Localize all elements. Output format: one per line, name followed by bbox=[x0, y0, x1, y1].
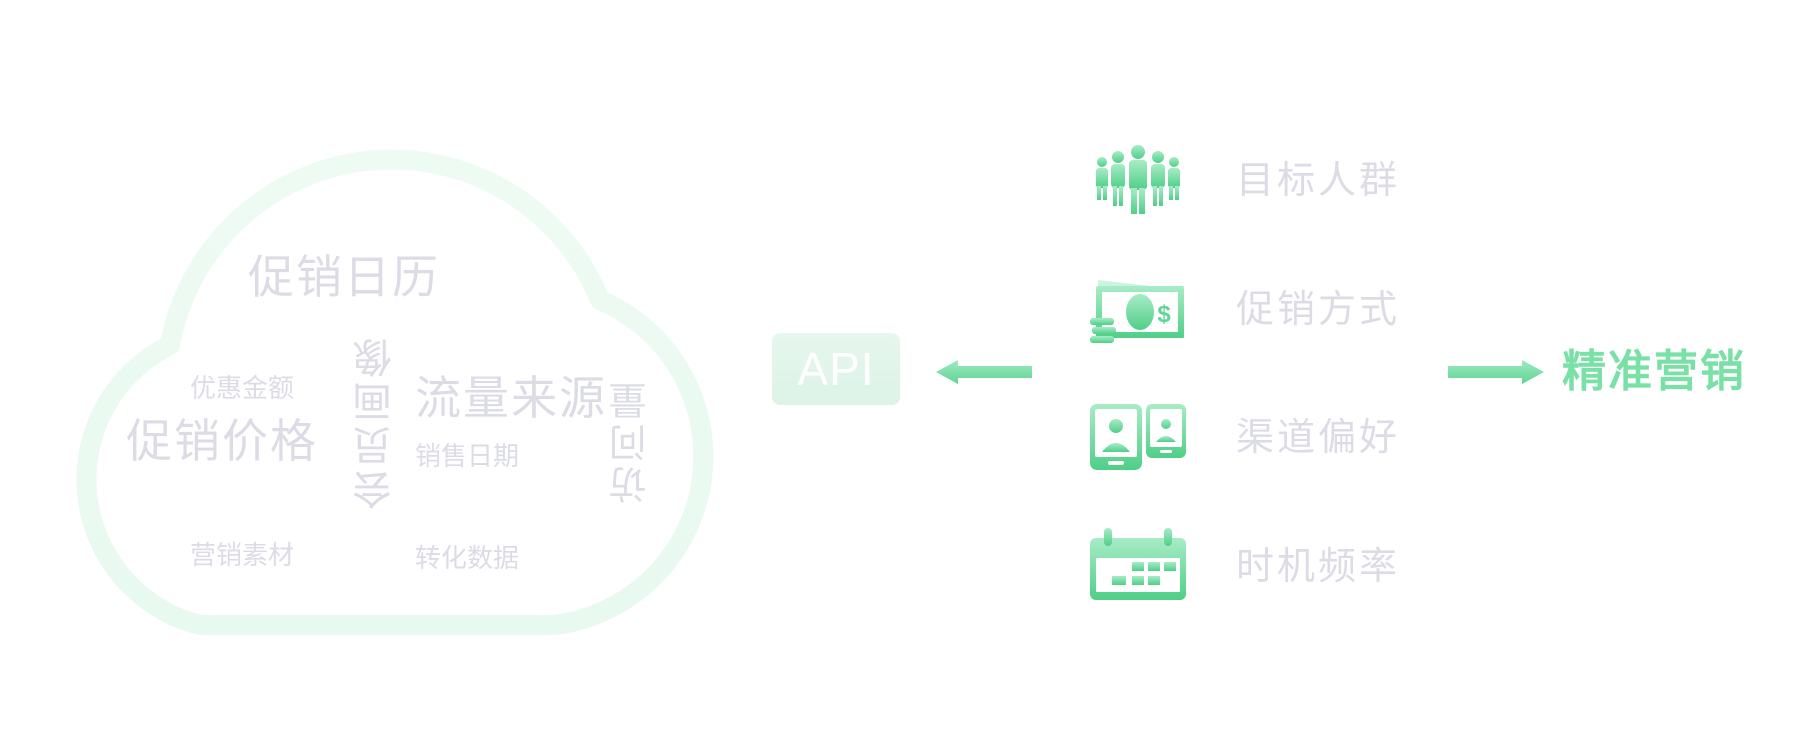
calendar-icon bbox=[1090, 528, 1186, 600]
cloud-word-promo-calendar: 促销日历 bbox=[248, 250, 440, 304]
cloud-word-member-profile: 会员画像 bbox=[353, 334, 399, 510]
cloud-word-marketing-material: 营销素材 bbox=[190, 541, 295, 571]
device-users-icon bbox=[1090, 404, 1186, 470]
factor-label-target-group: 目标人群 bbox=[1236, 158, 1401, 202]
money-coins-icon: $ bbox=[1090, 280, 1184, 343]
arrow-right-icon bbox=[1448, 360, 1544, 384]
result-label-precision-marketing: 精准营销 bbox=[1562, 346, 1746, 397]
factor-label-timing-frequency: 时机频率 bbox=[1236, 544, 1401, 588]
cloud-word-traffic-source: 流量来源 bbox=[415, 371, 607, 425]
people-group-icon bbox=[1096, 145, 1180, 214]
cloud-word-sales-date: 销售日期 bbox=[415, 442, 520, 472]
api-button[interactable]: API bbox=[772, 333, 900, 405]
arrow-left-icon bbox=[936, 360, 1032, 384]
cloud-word-discount-amount: 优惠金额 bbox=[190, 374, 295, 404]
factor-label-promo-method: 促销方式 bbox=[1236, 287, 1401, 331]
cloud-word-promo-price: 促销价格 bbox=[126, 414, 318, 468]
cloud-word-visits: 访问量 bbox=[609, 378, 653, 504]
cloud-word-conversion-data: 转化数据 bbox=[415, 544, 520, 574]
svg-text:$: $ bbox=[1157, 301, 1171, 328]
factor-label-channel-preference: 渠道偏好 bbox=[1236, 415, 1401, 459]
